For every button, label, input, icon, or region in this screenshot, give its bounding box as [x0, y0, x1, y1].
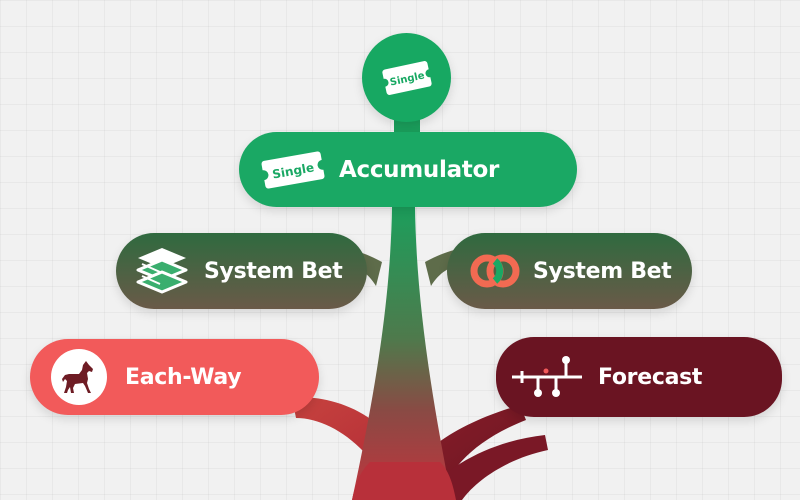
single-ticket-icon: Single — [380, 58, 433, 98]
forecast-timeline-icon — [510, 353, 584, 401]
accumulator-node[interactable]: Single Accumulator — [239, 132, 577, 207]
stacked-layers-icon — [134, 246, 190, 296]
system-bet-left-label: System Bet — [204, 258, 343, 284]
main-trunk — [352, 205, 452, 500]
each-way-node[interactable]: Each-Way — [30, 339, 319, 415]
trunk-root — [352, 462, 456, 500]
forecast-node[interactable]: Forecast — [496, 337, 782, 417]
overlapping-rings-icon — [469, 251, 521, 291]
system-bet-right-label: System Bet — [533, 258, 672, 284]
accumulator-label: Accumulator — [339, 156, 500, 183]
branch-each-way — [292, 397, 372, 452]
horse-icon — [51, 349, 107, 405]
system-bet-right-node[interactable]: System Bet — [447, 233, 692, 309]
each-way-label: Each-Way — [125, 364, 242, 390]
single-ticket-icon: Single — [259, 148, 327, 192]
forecast-label: Forecast — [598, 364, 703, 390]
system-bet-left-node[interactable]: System Bet — [116, 233, 367, 309]
single-top-node[interactable]: Single — [362, 33, 451, 122]
